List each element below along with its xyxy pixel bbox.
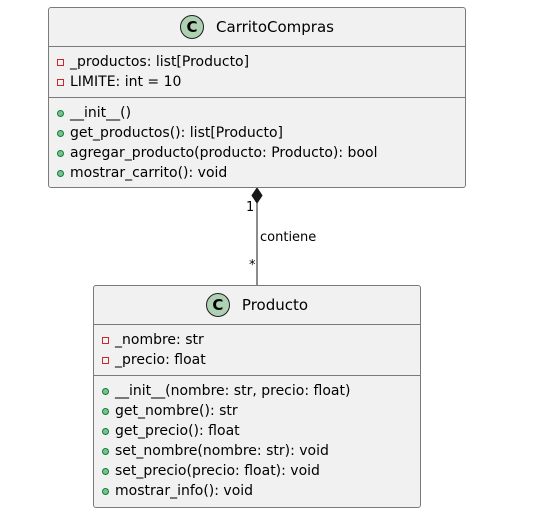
public-visibility-icon [57,149,64,157]
private-visibility-icon [102,356,109,364]
public-visibility-icon [57,109,64,117]
relation-label: contiene [260,230,317,245]
source-multiplicity: 1 [246,200,255,215]
method-text: get_productos(): list[Producto] [70,125,283,141]
private-visibility-icon [102,336,109,344]
class-producto[interactable]: C Producto _nombre: str _precio: float _… [93,285,421,508]
method: mostrar_info(): void [102,481,412,501]
class-header: C Producto [94,286,420,325]
public-visibility-icon [102,427,109,435]
public-visibility-icon [57,169,64,177]
attribute: _precio: float [102,350,412,370]
class-stereotype-icon: C [205,293,230,317]
method-text: set_nombre(nombre: str): void [115,443,329,459]
method-text: __init__(nombre: str, precio: float) [115,383,351,399]
method-text: set_precio(precio: float): void [115,463,320,479]
class-header: C CarritoCompras [49,8,465,47]
attributes-section: _nombre: str _precio: float [94,325,420,375]
method-text: __init__() [70,105,132,121]
attributes-section: _productos: list[Producto] LIMITE: int =… [49,47,465,97]
target-multiplicity: * [249,258,256,273]
class-name: CarritoCompras [216,18,334,36]
private-visibility-icon [57,58,64,66]
method: get_productos(): list[Producto] [57,123,457,143]
attribute: _nombre: str [102,330,412,350]
class-carritocompras[interactable]: C CarritoCompras _productos: list[Produc… [48,7,466,188]
method: set_precio(precio: float): void [102,461,412,481]
method: get_nombre(): str [102,401,412,421]
public-visibility-icon [102,387,109,395]
method: agregar_producto(producto: Producto): bo… [57,143,457,163]
methods-section: __init__(nombre: str, precio: float) get… [94,375,420,506]
attribute-text: _productos: list[Producto] [70,54,250,70]
method: set_nombre(nombre: str): void [102,441,412,461]
attribute-text: _precio: float [115,352,206,368]
class-name: Producto [241,296,309,314]
private-visibility-icon [57,78,64,86]
public-visibility-icon [102,487,109,495]
method-text: mostrar_carrito(): void [70,165,228,181]
method: get_precio(): float [102,421,412,441]
method: mostrar_carrito(): void [57,163,457,183]
attribute: _productos: list[Producto] [57,52,457,72]
attribute-text: LIMITE: int = 10 [70,74,182,90]
method-text: get_precio(): float [115,423,240,439]
class-stereotype-icon: C [180,15,205,39]
public-visibility-icon [102,407,109,415]
method-text: agregar_producto(producto: Producto): bo… [70,145,378,161]
methods-section: __init__() get_productos(): list[Product… [49,97,465,188]
method-text: mostrar_info(): void [115,483,254,499]
public-visibility-icon [102,467,109,475]
composition-diamond-icon [251,187,263,204]
method-text: get_nombre(): str [115,403,238,419]
public-visibility-icon [57,129,64,137]
method: __init__(nombre: str, precio: float) [102,381,412,401]
public-visibility-icon [102,447,109,455]
method: __init__() [57,103,457,123]
attribute-text: _nombre: str [115,332,204,348]
attribute: LIMITE: int = 10 [57,72,457,92]
